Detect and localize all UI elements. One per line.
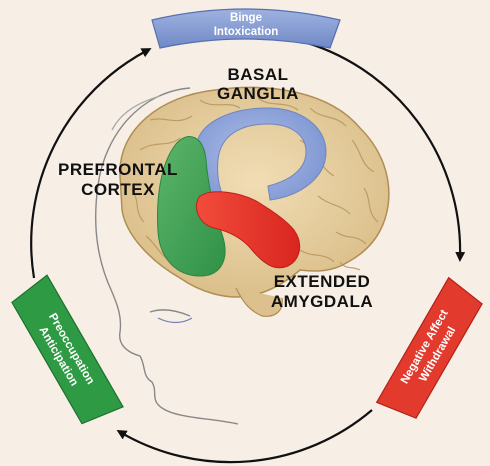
- label-extended-amygdala-line1: Extended: [274, 272, 371, 291]
- cycle-arrows: [30, 38, 466, 464]
- label-extended-amygdala-line2: Amygdala: [271, 292, 373, 311]
- label-basal-ganglia: Basal Ganglia: [217, 65, 299, 103]
- label-basal-ganglia-line2: Ganglia: [217, 84, 299, 103]
- prefrontal-cortex-region: [157, 136, 226, 277]
- label-prefrontal-cortex-line1: Prefrontal: [58, 160, 178, 179]
- arrow-negative-to-preoccupation: [116, 409, 373, 464]
- stage-binge-intoxication: Binge Intoxication: [151, 8, 341, 49]
- stage-binge-line2: Intoxication: [214, 26, 279, 38]
- arrow-preoccupation-to-binge: [30, 48, 152, 279]
- label-extended-amygdala: Extended Amygdala: [271, 272, 373, 311]
- extended-amygdala-region: [196, 191, 301, 269]
- label-prefrontal-cortex: Prefrontal Cortex: [58, 160, 178, 199]
- stage-binge-line1: Binge: [230, 12, 262, 24]
- label-prefrontal-cortex-line2: Cortex: [81, 180, 155, 199]
- label-basal-ganglia-line1: Basal: [227, 65, 288, 84]
- arrow-binge-to-negative: [296, 38, 466, 262]
- head-profile: [94, 87, 239, 425]
